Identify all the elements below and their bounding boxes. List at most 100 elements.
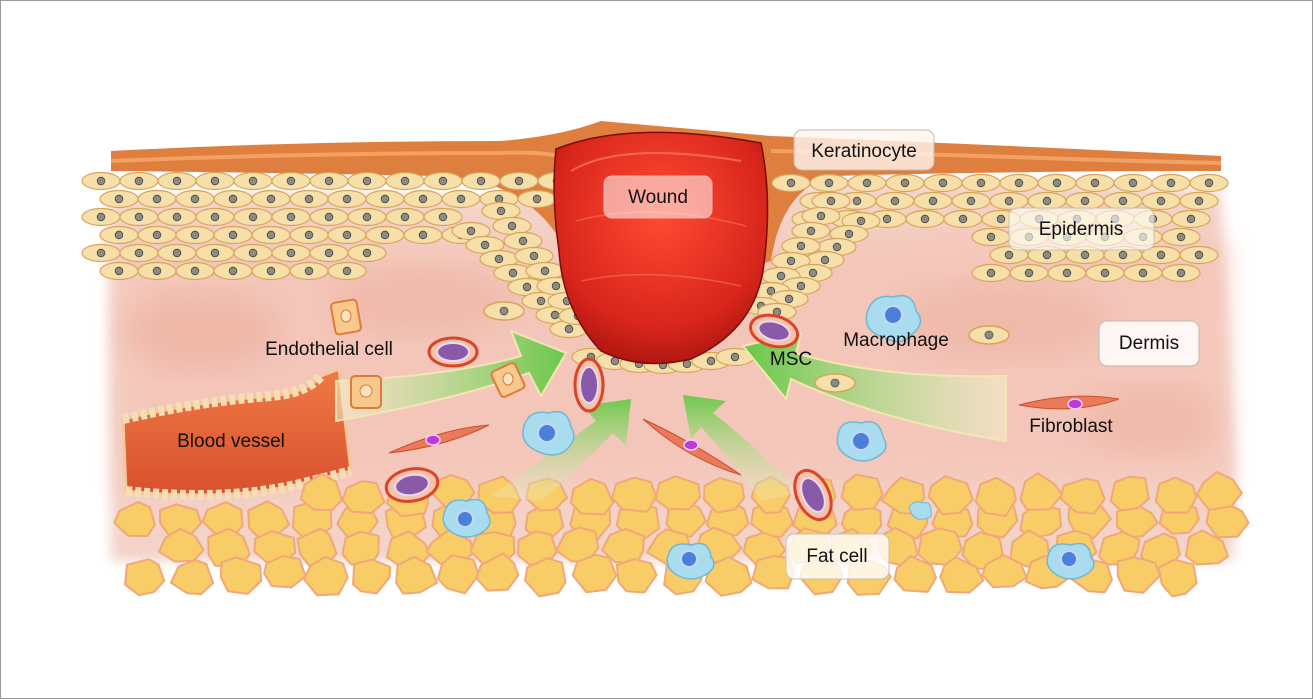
label-wound-text: Wound (628, 187, 688, 208)
epidermis-cell (493, 263, 533, 283)
epidermis-cell (1141, 191, 1181, 211)
epidermis-cell (809, 173, 849, 193)
epidermis-cell (905, 209, 945, 229)
epidermis-cell (137, 225, 177, 245)
label-fibroblast: Fibroblast (1029, 416, 1113, 437)
wound (553, 131, 769, 365)
epidermis-cell (213, 189, 253, 209)
fat-cell (571, 553, 618, 594)
epidermis-cell (1085, 263, 1125, 283)
endothelial-cell (490, 362, 526, 398)
epidermis-cell (157, 171, 197, 191)
label-keratinocyte-text: Keratinocyte (811, 141, 917, 162)
epidermis-cell (461, 171, 501, 191)
fat-cell (974, 476, 1017, 517)
epidermis-cell (771, 173, 811, 193)
epidermis-cell (251, 225, 291, 245)
epidermis-cell (137, 189, 177, 209)
epidermis-cell (195, 207, 235, 227)
epidermis-cell (801, 206, 841, 226)
epidermis-cell (517, 189, 557, 209)
epidermis-cell (481, 201, 521, 221)
fat-cell (654, 475, 702, 511)
epidermis-cell (943, 209, 983, 229)
epidermis-cell (989, 245, 1029, 265)
epidermis-cell (327, 261, 367, 281)
arrow-from-dermis (741, 331, 1007, 443)
fat-cell (1205, 500, 1250, 539)
fat-cell (113, 501, 156, 537)
msc-cell (427, 336, 479, 368)
fat-cell (124, 558, 166, 597)
fibroblast-cell (388, 424, 490, 454)
fat-cell (981, 554, 1028, 589)
epidermis-cell (347, 207, 387, 227)
macrophage-cell (865, 294, 922, 343)
fat-cell (302, 555, 349, 597)
epidermis-cell (251, 261, 291, 281)
macrophage-cell (522, 410, 575, 456)
epidermis-cell (99, 225, 139, 245)
epidermis-cell (175, 261, 215, 281)
label-macrophage-text: Macrophage (843, 330, 949, 351)
epidermis-cell (347, 171, 387, 191)
fat-cell (1157, 558, 1198, 598)
epidermis-cell (1161, 227, 1201, 247)
epidermis-cell (1047, 263, 1087, 283)
fat-cell (1195, 471, 1243, 511)
fat-cell (702, 476, 745, 514)
epidermis-cell (195, 243, 235, 263)
fat-cell (395, 555, 439, 595)
epidermis-cell (1123, 263, 1163, 283)
fat-cell (1116, 556, 1162, 594)
epidermis-cell (81, 243, 121, 263)
label-fat-cell-text: Fat cell (806, 546, 867, 567)
fat-cell (341, 480, 386, 515)
epidermis-cell (403, 189, 443, 209)
epidermis-cell (327, 225, 367, 245)
epidermis-cell (233, 243, 273, 263)
epidermis-cell (327, 189, 367, 209)
fat-cell (927, 475, 974, 516)
epidermis-cell (951, 191, 991, 211)
epidermis-cell (137, 261, 177, 281)
label-blood-vessel-text: Blood vessel (177, 431, 285, 452)
fibroblast-cell (642, 418, 742, 476)
label-endothelial-cell-text: Endothelial cell (265, 339, 393, 360)
epidermis-cell (1009, 263, 1049, 283)
epidermis-cell (1027, 191, 1067, 211)
epidermis-cell (195, 171, 235, 191)
epidermis-cell (771, 251, 811, 271)
dermis-cell (483, 301, 525, 321)
label-keratinocyte: Keratinocyte (793, 129, 935, 171)
endothelial-cell (350, 375, 382, 409)
epidermis-cell (971, 227, 1011, 247)
fat-cell (840, 473, 884, 511)
epidermis-cell (1141, 245, 1181, 265)
fat-cell (1184, 529, 1229, 566)
epidermis-cell (423, 171, 463, 191)
epidermis-cell (791, 221, 831, 241)
msc-cell (748, 313, 800, 349)
epidermis-cell (514, 246, 554, 266)
epidermis-cell (365, 225, 405, 245)
fat-cell (475, 552, 520, 592)
fat-cell (570, 477, 615, 516)
epidermis-cell (847, 173, 887, 193)
epidermis-cell (347, 243, 387, 263)
dermis-cell (968, 325, 1010, 345)
fat-cell (219, 556, 263, 595)
epidermis-cell (503, 231, 543, 251)
fat-cell (893, 555, 938, 593)
epidermis-cell (175, 189, 215, 209)
fat-cell (169, 558, 215, 596)
epidermis-cell (385, 171, 425, 191)
macrophage-cell (666, 542, 715, 580)
epidermis-cell (885, 173, 925, 193)
label-msc-text: MSC (770, 349, 812, 370)
fat-cell (611, 476, 658, 513)
epidermis-cell (1161, 263, 1201, 283)
epidermis-cell (385, 207, 425, 227)
epidermis-cell (233, 171, 273, 191)
